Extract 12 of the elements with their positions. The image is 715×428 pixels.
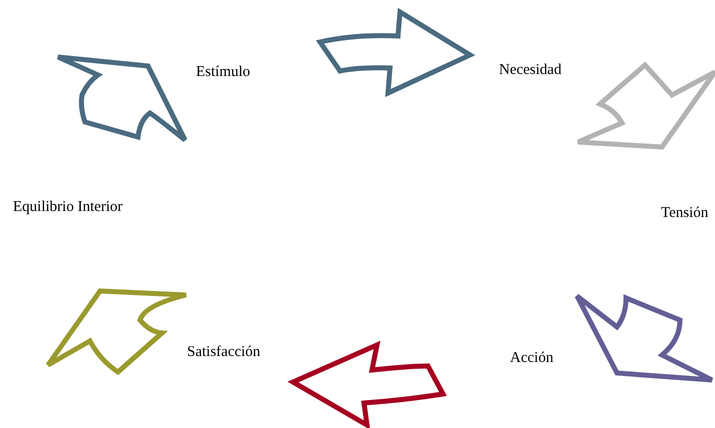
stage-label: Tensión [661,204,708,222]
block-arrow [56,54,188,142]
block-arrow [574,294,714,382]
block-arrow [576,62,715,150]
block-arrow [290,342,446,428]
stage-label: Estímulo [196,63,250,81]
stage-label: Equilibrio Interior [13,198,123,216]
block-arrow [318,10,472,96]
stage-label: Satisfacción [187,343,260,361]
stage-label: Acción [510,349,554,367]
stage-label: Necesidad [499,61,562,79]
block-arrow [46,288,188,374]
